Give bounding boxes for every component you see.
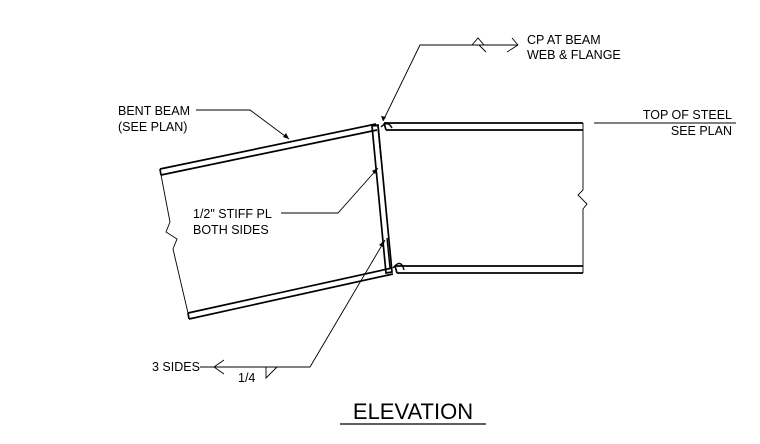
fillet-weld-arrowhead [379,240,385,247]
cp-weld-label-line1: CP AT BEAM [527,33,601,47]
straight-beam-break-line [577,123,588,273]
bent-beam-bottom-flange-end [187,312,190,320]
bent-beam-top-flange-outer [159,123,377,170]
stiff-pl-label-line2: BOTH SIDES [193,223,269,237]
fillet-weld-sides-label: 3 SIDES [152,360,200,374]
straight-beam-bottom-joint [394,265,398,274]
bent-beam [159,123,394,320]
cp-weld-arrowhead [381,116,386,121]
cp-weld-mark-bottom [392,262,405,271]
cp-weld-leader [382,44,518,122]
stiff-pl-leader [281,167,379,214]
cp-weld-label-line2: WEB & FLANGE [527,48,621,62]
stiffener-weld-mark-bottom [386,237,391,269]
cp-weld-symbol-tail [506,44,519,53]
stiff-pl-arrowhead [372,168,378,174]
bent-beam-leader [196,109,290,140]
bent-beam-top-flange-end [159,168,162,176]
fillet-weld-symbol-tail [213,359,225,375]
straight-beam [380,122,588,274]
bent-beam-top-flange-inner [160,129,378,176]
drawing-title: ELEVATION [353,399,473,424]
fillet-weld-size-label: 1/4 [238,371,255,385]
bent-beam-arrowhead [283,133,289,139]
top-of-steel-label-line2: SEE PLAN [671,124,732,138]
top-of-steel-label-line1: TOP OF STEEL [643,108,732,122]
cp-weld-symbol-arrow-side [478,44,487,53]
bent-beam-label-line1: BENT BEAM [118,104,190,118]
fillet-weld-symbol-triangle [265,366,278,380]
fillet-weld-leader [200,239,386,368]
stiffener-weld-mark-top [377,126,382,159]
cp-weld-symbol-bevel [471,37,485,46]
cp-weld-symbol-tail-upper [511,37,519,46]
stiff-pl-label-line1: 1/2" STIFF PL [193,207,272,221]
stiffener-plate [371,124,393,274]
bent-beam-bottom-flange-inner [187,267,393,314]
bent-beam-break-line [160,174,189,314]
bent-beam-bottom-flange-outer [188,273,394,320]
stiffener-plate-outline [371,124,393,274]
cp-weld-mark-top [380,123,393,129]
bent-beam-label-line2: (SEE PLAN) [118,120,187,134]
